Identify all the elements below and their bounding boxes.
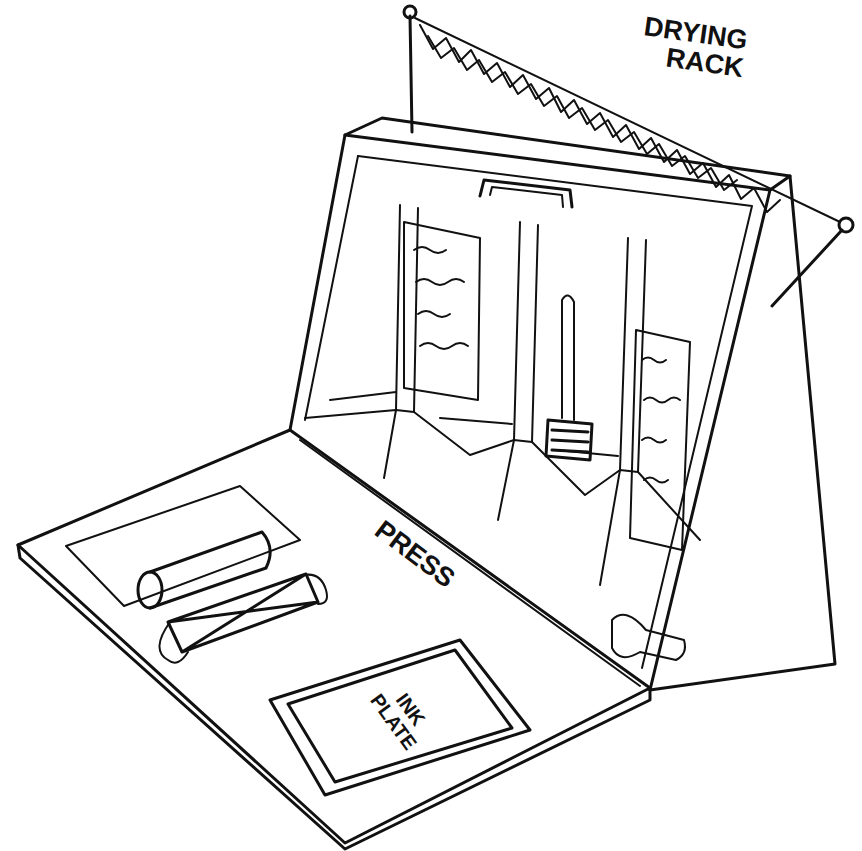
compartment-divider <box>498 222 520 520</box>
back-board <box>630 330 690 550</box>
box-lid <box>18 430 650 843</box>
compartment-divider <box>532 225 538 442</box>
compartment-divider <box>600 238 628 585</box>
press-roller-end <box>138 572 162 608</box>
part-label: DRYING RACK <box>593 6 749 83</box>
box-top <box>345 118 790 190</box>
box-handle <box>490 187 563 207</box>
compartment-floor <box>330 392 396 400</box>
press-roller <box>150 532 270 608</box>
compartment-floor <box>305 410 700 540</box>
plate-inner-outline <box>288 650 512 782</box>
rack-knob <box>839 218 853 232</box>
rack-pole <box>772 230 842 306</box>
lid-edge <box>18 545 650 849</box>
press-frame <box>168 574 318 652</box>
ink-plate-box: INK PLATE <box>268 636 532 798</box>
rack-knob <box>404 6 416 18</box>
compartment-divider <box>414 208 418 412</box>
opening-inner-edge <box>305 156 358 420</box>
compartment-floor <box>440 418 512 424</box>
box-front-left <box>290 135 345 430</box>
box-handle <box>480 180 572 207</box>
brush-handle <box>562 295 574 420</box>
box-front-right <box>650 190 770 690</box>
tool-in-compartment <box>612 615 685 660</box>
board-scribble <box>414 247 468 349</box>
brush-bristles <box>546 420 592 460</box>
back-board <box>404 222 480 400</box>
plate-outline <box>270 640 530 795</box>
rack-string <box>415 18 840 222</box>
lid-hinge <box>300 440 640 686</box>
press-leg <box>159 575 327 663</box>
rack-pole <box>410 16 412 132</box>
compartment-divider <box>384 205 400 478</box>
opening-inner-edge <box>358 156 752 668</box>
board-scribble <box>642 358 680 483</box>
box-side-panel <box>650 176 835 690</box>
